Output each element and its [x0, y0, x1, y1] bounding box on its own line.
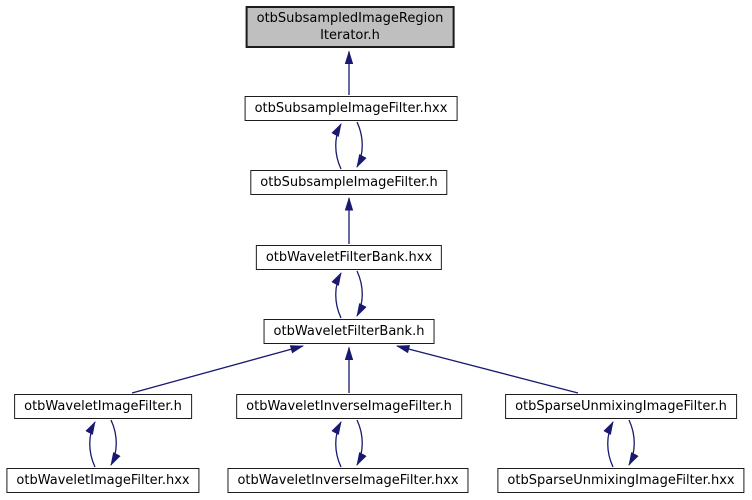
node-label-line: Iterator.h	[320, 28, 380, 43]
node-otbWaveletInverseImageFilter-h[interactable]: otbWaveletInverseImageFilter.h	[236, 394, 462, 419]
node-otbSubsampleImageFilter-hxx[interactable]: otbSubsampleImageFilter.hxx	[244, 96, 458, 121]
edge-n6-n9-down	[356, 419, 367, 466]
edge-n8-n5-up	[85, 421, 96, 468]
node-label-line: otbSubsampledImageRegion	[256, 11, 444, 26]
edge-n10-n7-up	[603, 421, 614, 468]
edge-n5-n8-down	[110, 419, 121, 466]
node-otbSparseUnmixingImageFilter-hxx[interactable]: otbSparseUnmixingImageFilter.hxx	[497, 468, 745, 493]
edge-n7-n10-down	[628, 419, 639, 466]
node-otbSubsampledImageRegionIterator-h: otbSubsampledImageRegion Iterator.h	[245, 6, 455, 48]
edge-n7-n4	[396, 345, 579, 394]
node-otbWaveletFilterBank-h[interactable]: otbWaveletFilterBank.h	[263, 319, 435, 344]
edge-n4-n3-up	[331, 272, 342, 319]
edge-n5-n4	[131, 345, 304, 394]
node-otbWaveletImageFilter-hxx[interactable]: otbWaveletImageFilter.hxx	[6, 468, 200, 493]
node-otbWaveletImageFilter-h[interactable]: otbWaveletImageFilter.h	[14, 394, 192, 419]
node-otbWaveletFilterBank-hxx[interactable]: otbWaveletFilterBank.hxx	[255, 245, 443, 270]
edge-n3-n4-down	[356, 270, 367, 317]
node-otbWaveletInverseImageFilter-hxx[interactable]: otbWaveletInverseImageFilter.hxx	[227, 468, 469, 493]
node-otbSubsampleImageFilter-h[interactable]: otbSubsampleImageFilter.h	[250, 170, 448, 195]
edge-n9-n6-up	[331, 421, 342, 468]
edge-n1-n2-down	[356, 121, 367, 168]
node-otbSparseUnmixingImageFilter-h[interactable]: otbSparseUnmixingImageFilter.h	[505, 394, 737, 419]
edge-n2-n1-up	[331, 123, 342, 170]
